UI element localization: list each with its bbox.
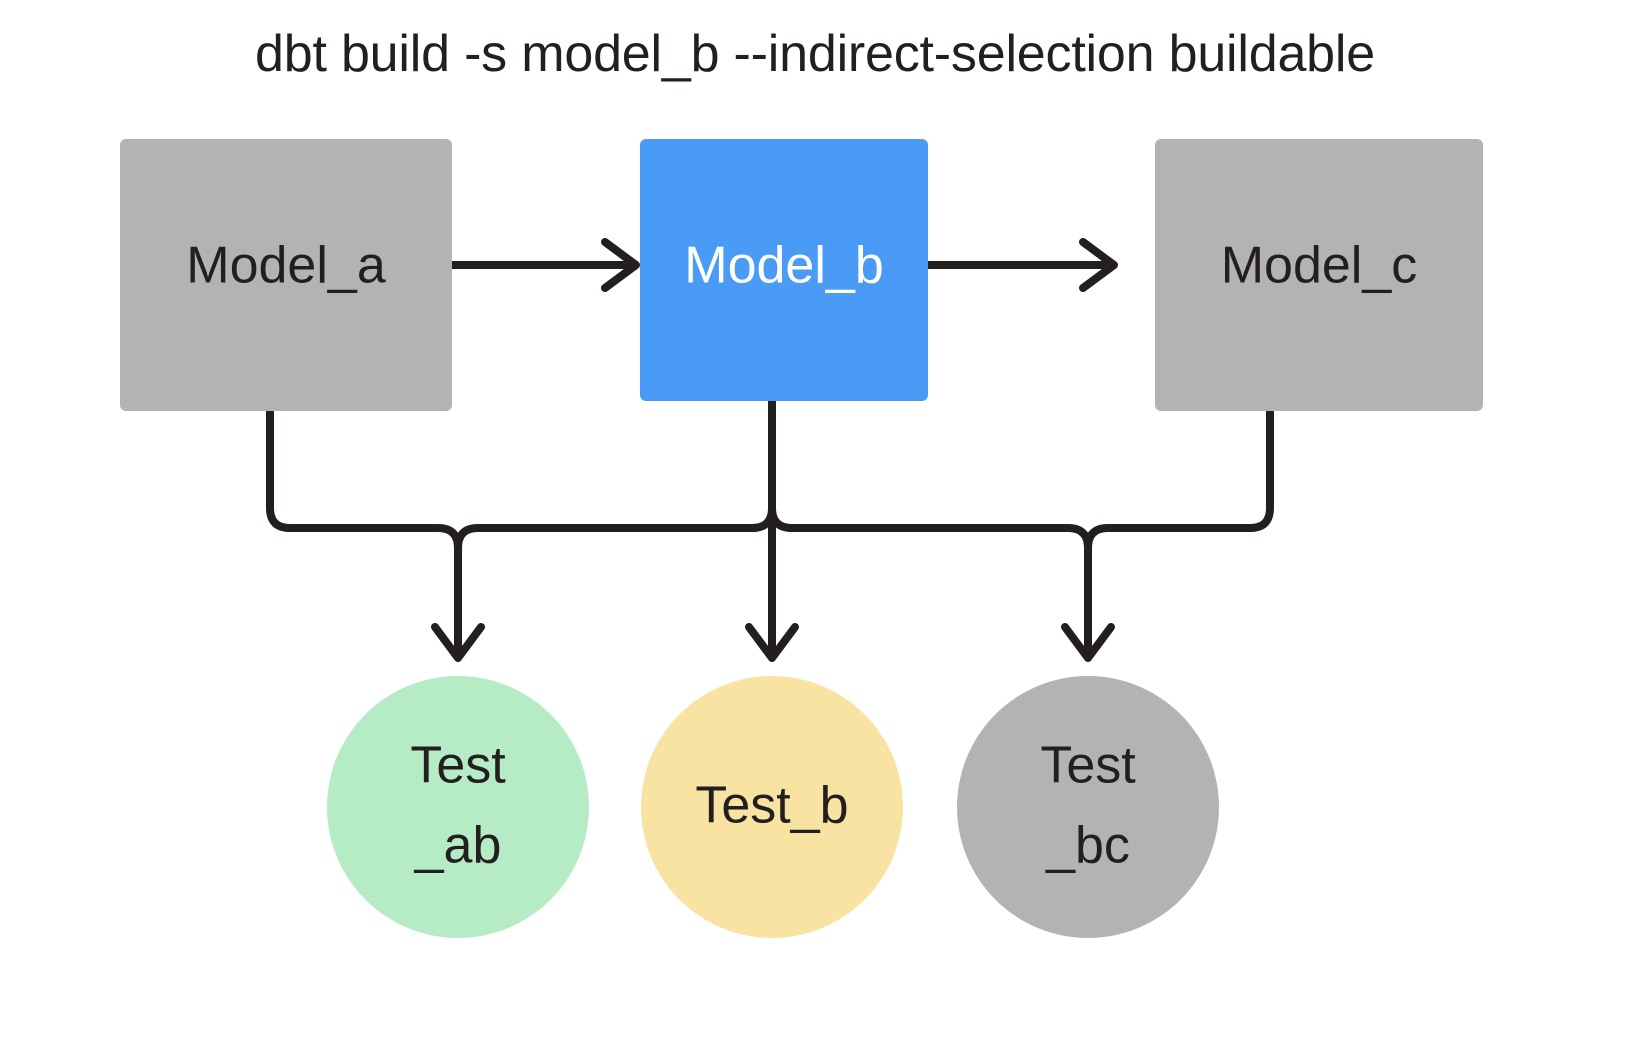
node-layer-models: Model_a Model_b Model_c xyxy=(120,139,1483,411)
edge-model-b-to-test-ab xyxy=(454,397,776,652)
arrow-head-icon xyxy=(431,623,485,662)
page-title: dbt build -s model_b --indirect-selectio… xyxy=(255,25,1375,83)
node-test-b-shape[interactable] xyxy=(641,676,903,938)
node-test-b-label-line1: Test_b xyxy=(695,777,848,835)
node-test-ab[interactable]: Test _ab xyxy=(327,676,589,938)
edge-line xyxy=(454,397,776,652)
edge-model-a-to-model-b xyxy=(448,238,640,292)
node-model-c-shape[interactable] xyxy=(1155,139,1483,411)
node-model-c[interactable]: Model_c xyxy=(1155,139,1483,411)
node-test-bc-shape[interactable] xyxy=(957,676,1219,938)
arrow-head-icon xyxy=(1079,238,1118,292)
edge-model-b-to-model-c xyxy=(924,238,1118,292)
node-model-b-label: Model_b xyxy=(684,237,883,295)
node-model-a-shape[interactable] xyxy=(120,139,452,411)
edge-line xyxy=(266,407,462,652)
node-test-ab-label-line2: _ab xyxy=(414,817,502,875)
edge-line xyxy=(768,397,1092,652)
edge-model-b-to-test-bc xyxy=(768,397,1115,662)
node-test-ab-shape[interactable] xyxy=(327,676,589,938)
edge-line xyxy=(1084,407,1274,652)
edge-model-c-to-test-bc xyxy=(1084,407,1274,652)
arrow-head-icon xyxy=(1061,623,1115,662)
node-model-b-shape[interactable] xyxy=(640,139,928,401)
node-test-bc[interactable]: Test _bc xyxy=(957,676,1219,938)
arrow-head-icon xyxy=(745,623,799,662)
node-test-bc-label-line2: _bc xyxy=(1045,817,1130,875)
node-layer-tests: Test _ab Test_b Test _bc xyxy=(327,676,1219,938)
node-model-a[interactable]: Model_a xyxy=(120,139,452,411)
node-test-bc-label-line1: Test xyxy=(1040,737,1136,795)
node-test-b[interactable]: Test_b xyxy=(641,676,903,938)
node-model-c-label: Model_c xyxy=(1221,237,1418,295)
edge-layer xyxy=(266,238,1274,662)
node-test-ab-label-line1: Test xyxy=(410,737,506,795)
edge-model-a-to-test-ab xyxy=(266,407,485,662)
node-model-b[interactable]: Model_b xyxy=(640,139,928,401)
node-model-a-label: Model_a xyxy=(186,237,386,295)
arrow-head-icon xyxy=(601,238,640,292)
